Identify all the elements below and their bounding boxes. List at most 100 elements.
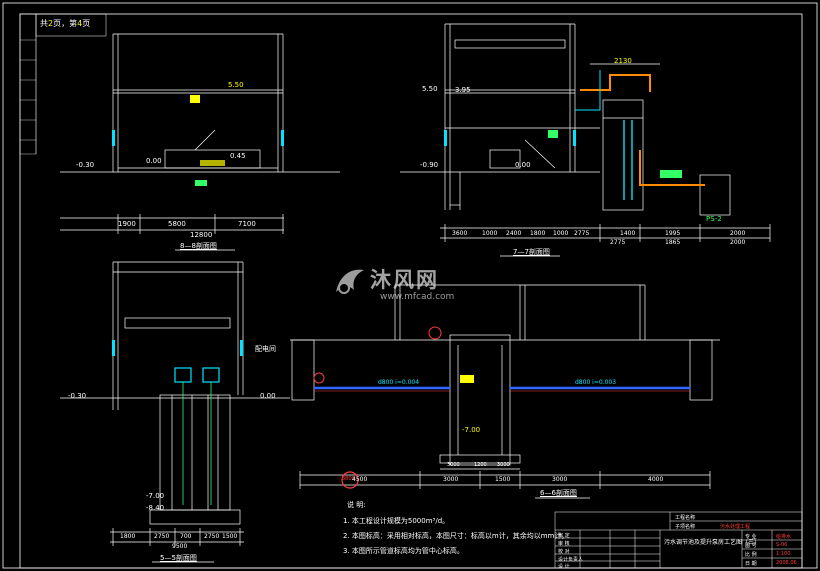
s77-elev-mid: 3.95 [455,86,471,94]
s77-dim-3: 2400 [506,230,522,237]
inner-frame [19,13,803,569]
s77-elev-top: 5.50 [422,85,438,93]
s77-dim-6: 2775 [574,230,590,237]
s77-elev-low: -0.90 [420,161,439,169]
s77-elev-floor: 0.00 [515,161,531,169]
sheet-index-suffix: 页 [82,19,91,28]
s66-title: 6—6剖面图 [540,489,577,497]
s77-dim-5: 1000 [553,230,569,237]
screen-8-8 [200,160,225,166]
s77-dim-9: 2000 [730,230,746,237]
label-box-7-7b [660,170,682,178]
s55-dim-3: 700 [180,533,192,540]
s77-dim-r2-2: 1865 [665,239,681,246]
s66-pipe-right: d800 i=0.003 [575,379,617,386]
s55-dim-5: 1500 [222,533,238,540]
tb-role-1: 审 定 [558,533,570,539]
s77-dim-8: 1995 [665,230,681,237]
s55-room-label: 配电间 [255,345,276,353]
s77-dim-1: 3600 [452,230,468,237]
window-7-7-right [573,130,576,146]
index-strip [19,13,37,155]
tb-sub-label: 子项名称 [675,524,696,530]
s66-dim-2: 3000 [443,476,459,483]
tb-val-4: 2008.06 [776,560,797,566]
watermark-text: 沐风网 [370,268,439,292]
tb-role-4: 设计负责人 [558,557,584,563]
s66-pipe-left: d800 i=0.004 [378,379,420,386]
s55-dim-1: 1800 [120,533,136,540]
pipe-6-6 [314,386,690,392]
s77-dim-r2-3: 2000 [730,239,746,246]
s55-elev-side: 0.00 [260,392,276,400]
section-6-6 [290,284,720,499]
tb-sub-value: 污水处理工程 [720,524,751,530]
tb-col-2: 图 号 [745,543,757,549]
s77-dim-2: 1000 [482,230,498,237]
s77-unit-label: PS-2 [706,215,722,223]
s88-dim-2: 5800 [168,220,186,228]
s66-dim-3: 1500 [495,476,511,483]
s88-elev-floor: 0.00 [146,157,162,165]
marker-circle-2 [313,372,325,384]
s66-dim-4: 3000 [552,476,568,483]
s88-dim-1: 1900 [118,220,136,228]
piping-7-7 [575,70,705,200]
s55-elev-b1: -7.00 [146,492,165,500]
tb-project-label: 工程名称 [675,515,696,521]
s77-dim-7: 1400 [620,230,636,237]
watermark-logo-icon [336,269,364,294]
sheet-index-mid: 页，第 [53,19,78,28]
s66-dim-5: 4000 [648,476,664,483]
s55-dim-4: 2750 [204,533,220,540]
window-8-8-left [112,130,115,146]
sheet-index-box [35,13,107,37]
tb-drawing-title: 污水调节池及提升泵房工艺图（三） [664,539,761,546]
section-5-5 [60,261,290,563]
watermark: 沐风网 www.mfcad.com [330,262,490,306]
notes-item-1: 1. 本工程设计规模为5000m³/d。 [343,517,450,525]
tb-val-2: S-06 [776,542,788,548]
window-5-5 [112,340,115,356]
watermark-url: www.mfcad.com [380,292,455,302]
notes-item-3: 3. 本图所示管道标高均为管中心标高。 [343,547,464,555]
s88-elev-mid: 0.45 [230,152,246,160]
tb-col-3: 比 例 [745,552,757,558]
window-5-5-right [240,340,243,356]
s55-dim-total: 9500 [172,543,188,550]
section-8-8 [60,33,340,251]
pump-8-8 [190,95,200,103]
window-8-8-right [281,130,284,146]
s88-title: 8—8剖面图 [180,242,217,250]
s66-inner-dim-3: 3000 [497,462,510,468]
section-7-7 [400,23,771,257]
marker-circle-3 [341,471,359,489]
s66-marker: 3800 [342,476,355,482]
s77-dim-4: 1800 [530,230,546,237]
tb-val-1: 给排水 [776,534,792,540]
tb-role-3: 校 对 [558,549,570,555]
s88-dim-total: 12800 [190,231,213,239]
s77-pipe-top: 2130 [614,57,632,65]
title-block [554,511,803,569]
sheet-index: 共2页，第4页 [40,20,90,28]
s55-elev-ground: -0.30 [68,392,87,400]
sheet-index-total: 2 [48,19,54,28]
notes-heading: 说 明: [347,501,366,509]
tb-col-1: 专 业 [745,534,757,540]
s66-elev-inner: -7.00 [462,426,481,434]
notes-item-2: 2. 本图标高：采用相对标高，本图尺寸：标高以m计，其余均以mm计。 [343,532,569,540]
s77-dim-r2-1: 2775 [610,239,626,246]
s77-title: 7—7剖面图 [513,248,550,256]
window-7-7 [444,130,447,146]
s88-elev-ground: -0.30 [76,161,95,169]
label-box-7-7 [548,130,558,138]
label-box-8-8 [195,180,207,186]
s88-elev-top: 5.50 [228,81,244,89]
tb-role-2: 审 核 [558,541,570,547]
s88-dim-3: 7100 [238,220,256,228]
marker-circle-1 [428,326,442,340]
s66-inner-dim-1: 3000 [447,462,460,468]
tb-col-4: 日 期 [745,561,757,567]
